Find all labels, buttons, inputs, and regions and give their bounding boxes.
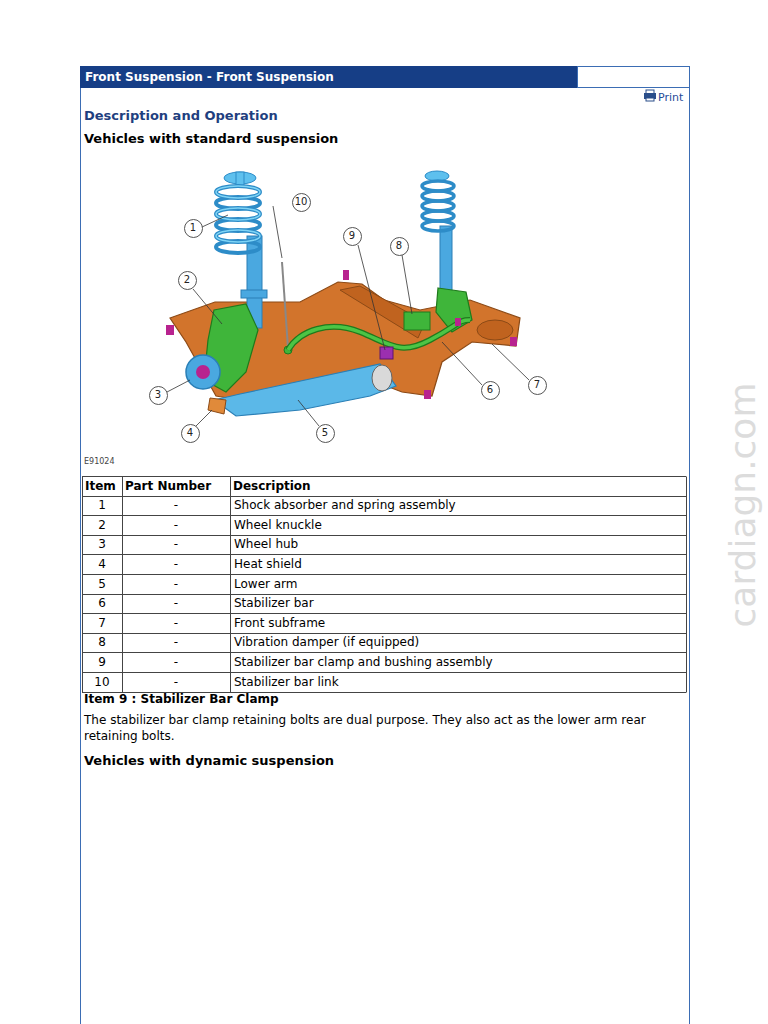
page-title: Front Suspension - Front Suspension	[85, 67, 334, 87]
table-rule	[230, 477, 231, 693]
print-icon	[644, 90, 656, 101]
table-rule	[82, 594, 686, 595]
table-cell: Stabilizer bar	[234, 594, 314, 614]
callout-text: 9	[349, 231, 355, 241]
table-rule	[82, 476, 686, 477]
table-cell: 3	[82, 535, 122, 555]
table-rule	[82, 633, 686, 634]
table-rule	[686, 477, 687, 693]
table-cell: -	[122, 653, 230, 673]
table-cell: Wheel hub	[234, 535, 298, 555]
table-cell: -	[122, 614, 230, 634]
callout-number: 3	[149, 386, 168, 405]
print-link: Print	[658, 90, 683, 105]
callout-number: 9	[343, 227, 362, 246]
table-cell: 4	[82, 555, 122, 575]
watermark: cardiagn.com	[723, 383, 763, 628]
table-cell: 6	[82, 594, 122, 614]
table-rule	[122, 477, 123, 693]
callout-text: 2	[184, 275, 190, 285]
table-rule	[82, 515, 686, 516]
table-header: Item	[85, 477, 116, 497]
callout-number: 7	[528, 376, 547, 395]
table-cell: 5	[82, 575, 122, 595]
table-cell: -	[122, 594, 230, 614]
table-cell: 7	[82, 614, 122, 634]
callout-text: 1	[190, 223, 196, 233]
callout-number: 10	[292, 193, 311, 212]
table-cell: Front subframe	[234, 614, 325, 634]
figure-code: E91024	[84, 456, 115, 467]
callout-text: 4	[187, 428, 193, 438]
table-cell: 2	[82, 516, 122, 536]
table-cell: Shock absorber and spring assembly	[234, 496, 456, 516]
table-rule	[82, 535, 686, 536]
table-rule	[82, 574, 686, 575]
table-cell: Heat shield	[234, 555, 302, 575]
table-cell: -	[122, 496, 230, 516]
table-rule	[82, 477, 83, 693]
table-rule	[82, 613, 686, 614]
table-cell: -	[122, 516, 230, 536]
callout-text: 3	[155, 390, 161, 400]
table-cell: -	[122, 535, 230, 555]
note-heading: Item 9 : Stabilizer Bar Clamp	[84, 691, 279, 707]
table-cell: Vibration damper (if equipped)	[234, 633, 419, 653]
callout-number: 8	[390, 237, 409, 256]
callout-number: 5	[316, 424, 335, 443]
table-cell: -	[122, 575, 230, 595]
table-rule	[82, 672, 686, 673]
subsection-heading: Vehicles with standard suspension	[84, 130, 338, 148]
table-cell: Wheel knuckle	[234, 516, 322, 536]
table-cell: 8	[82, 633, 122, 653]
note-text: The stabilizer bar clamp retaining bolts…	[84, 712, 684, 744]
table-cell: -	[122, 673, 230, 693]
table-cell: -	[122, 555, 230, 575]
callout-number: 1	[184, 219, 203, 238]
callout-text: 6	[487, 385, 493, 395]
callout-number: 2	[178, 271, 197, 290]
table-cell: 9	[82, 653, 122, 673]
callout-text: 8	[396, 241, 402, 251]
table-rule	[82, 554, 686, 555]
subsection-heading: Vehicles with dynamic suspension	[84, 752, 334, 770]
callout-text: 10	[295, 197, 308, 207]
callout-text: 5	[322, 428, 328, 438]
callout-number: 4	[181, 424, 200, 443]
table-cell: 1	[82, 496, 122, 516]
table-cell: -	[122, 633, 230, 653]
table-cell: 10	[82, 673, 122, 693]
callout-text: 7	[534, 380, 540, 390]
table-cell: Stabilizer bar link	[234, 673, 339, 693]
table-header: Part Number	[125, 477, 211, 497]
table-header: Description	[233, 477, 311, 497]
callout-number: 6	[481, 381, 500, 400]
table-cell: Lower arm	[234, 575, 298, 595]
table-cell: Stabilizer bar clamp and bushing assembl…	[234, 653, 493, 673]
table-rule	[82, 496, 686, 497]
section-heading: Description and Operation	[84, 107, 278, 125]
table-rule	[82, 652, 686, 653]
